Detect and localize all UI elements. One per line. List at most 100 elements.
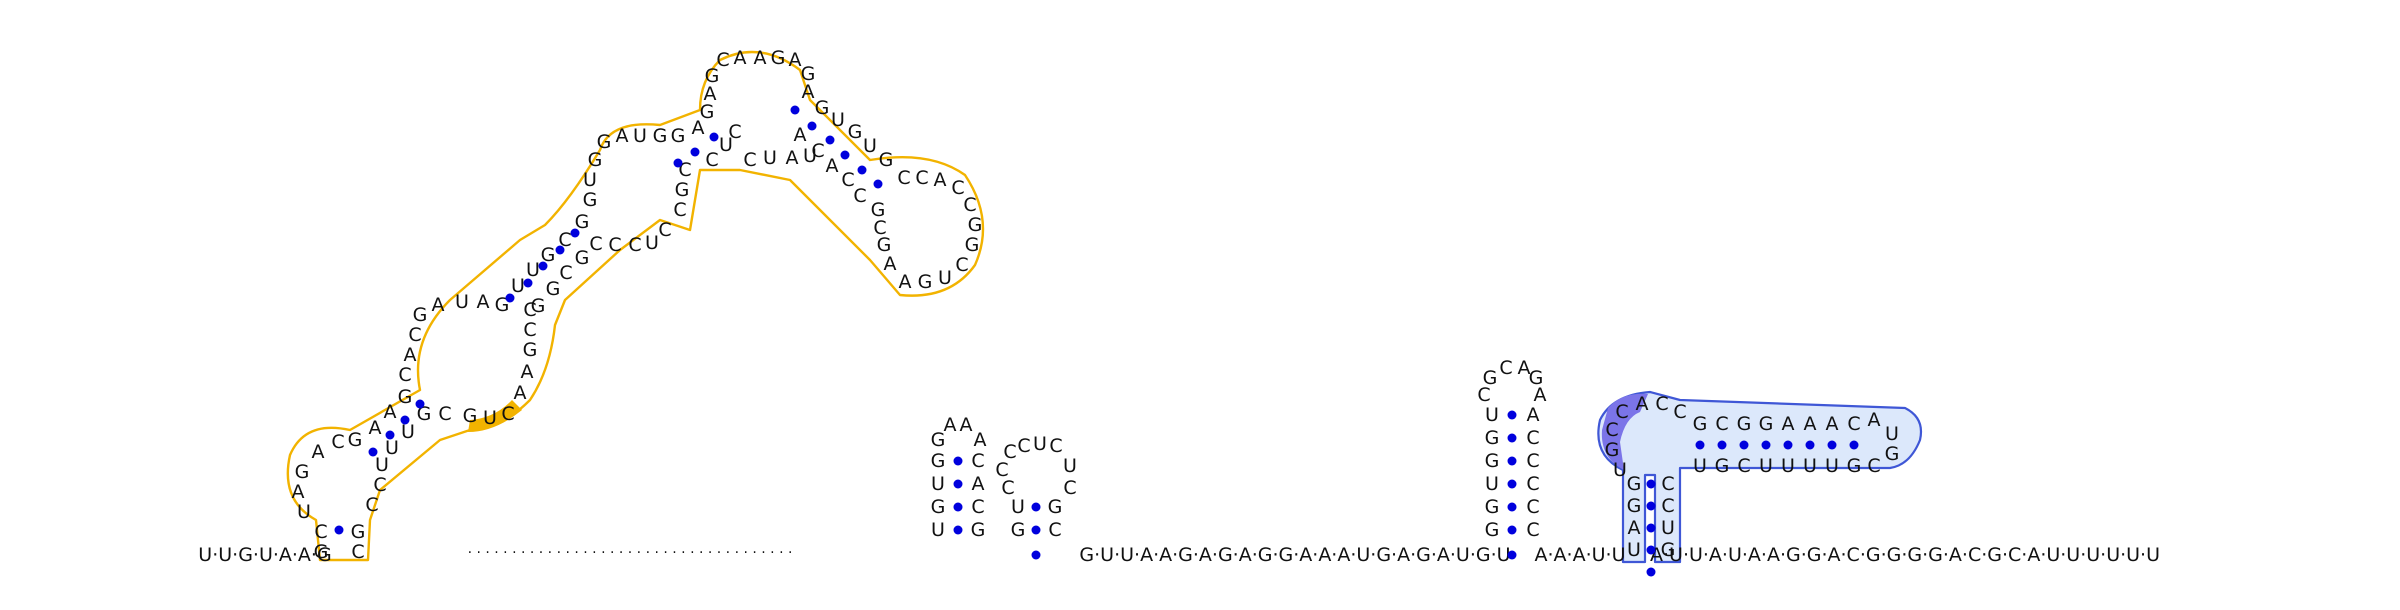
svg-text:U: U xyxy=(583,169,597,191)
svg-text:G: G xyxy=(546,278,561,300)
svg-text:A: A xyxy=(477,291,490,313)
svg-text:G: G xyxy=(1737,413,1752,435)
svg-text:U: U xyxy=(1011,496,1025,518)
svg-text:U: U xyxy=(633,125,647,147)
svg-text:A: A xyxy=(1628,517,1641,539)
svg-text:A: A xyxy=(692,117,705,139)
svg-text:G: G xyxy=(700,101,715,123)
svg-text:U: U xyxy=(401,421,415,443)
svg-text:U: U xyxy=(1613,459,1627,481)
svg-text:U: U xyxy=(455,291,469,313)
svg-text:G: G xyxy=(815,97,830,119)
svg-text:C: C xyxy=(1605,419,1618,441)
svg-text:A: A xyxy=(826,155,839,177)
svg-text:C: C xyxy=(523,299,536,321)
svg-text:U: U xyxy=(1063,455,1077,477)
svg-text:G: G xyxy=(877,234,892,256)
svg-text:C: C xyxy=(365,494,378,516)
svg-text:G: G xyxy=(583,189,598,211)
svg-text:G: G xyxy=(1759,413,1774,435)
three-prime-tail: A·U·U·A·U·A·A·G·G·A·C·G·G·G·G·A·C·G·C·A·… xyxy=(1650,544,2160,566)
svg-text:G: G xyxy=(588,149,603,171)
blue-highlight-region xyxy=(1597,390,1923,564)
svg-text:A: A xyxy=(944,414,957,436)
svg-text:U: U xyxy=(645,232,659,254)
svg-text:G: G xyxy=(1048,496,1063,518)
svg-text:C: C xyxy=(743,149,756,171)
svg-text:G: G xyxy=(314,541,329,563)
svg-text:G: G xyxy=(351,521,366,543)
svg-text:U: U xyxy=(931,519,945,541)
svg-text:C: C xyxy=(963,194,976,216)
svg-text:C: C xyxy=(559,262,572,284)
svg-text:A: A xyxy=(789,49,802,71)
svg-text:C: C xyxy=(1661,473,1674,495)
svg-text:G: G xyxy=(541,244,556,266)
svg-text:G: G xyxy=(463,405,478,427)
svg-text:A: A xyxy=(934,169,947,191)
middle-segment: G·U·U·A·A·G·A·G·A·G·G·A·A·A·U·G·A·G·A·U·… xyxy=(1079,544,1510,566)
svg-text:C: C xyxy=(558,229,571,251)
svg-text:A: A xyxy=(404,344,417,366)
svg-text:A: A xyxy=(734,47,747,69)
svg-text:G: G xyxy=(931,450,946,472)
backbone: U·U·G·U·A·A·G · · · · · · · · · · · · · … xyxy=(198,544,2160,566)
svg-text:C: C xyxy=(398,364,411,386)
svg-text:A: A xyxy=(384,401,397,423)
svg-text:G: G xyxy=(1661,539,1676,561)
svg-text:G: G xyxy=(1011,519,1026,541)
svg-text:G: G xyxy=(575,247,590,269)
five-prime-tail: U·U·G·U·A·A·G xyxy=(198,544,331,566)
svg-text:A: A xyxy=(972,473,985,495)
svg-text:U: U xyxy=(526,259,540,281)
svg-text:C: C xyxy=(873,217,886,239)
svg-text:U: U xyxy=(1781,455,1795,477)
svg-text:U: U xyxy=(803,145,817,167)
svg-text:G: G xyxy=(597,131,612,153)
svg-text:C: C xyxy=(1661,495,1674,517)
svg-text:G: G xyxy=(771,47,786,69)
svg-text:C: C xyxy=(1526,519,1539,541)
svg-text:G: G xyxy=(1529,367,1544,389)
svg-text:G: G xyxy=(1485,496,1500,518)
svg-text:A: A xyxy=(754,47,767,69)
orange-fill-highlight xyxy=(468,400,522,432)
svg-text:G: G xyxy=(295,461,310,483)
svg-text:G: G xyxy=(871,199,886,221)
svg-text:C: C xyxy=(608,234,621,256)
svg-text:C: C xyxy=(1003,441,1016,463)
svg-text:A: A xyxy=(312,441,325,463)
svg-text:C: C xyxy=(1847,413,1860,435)
svg-text:C: C xyxy=(1049,435,1062,457)
svg-text:U: U xyxy=(863,135,877,157)
svg-text:U: U xyxy=(375,454,389,476)
svg-text:U: U xyxy=(1885,423,1899,445)
svg-text:C: C xyxy=(897,167,910,189)
svg-text:A: A xyxy=(884,253,897,275)
svg-text:G: G xyxy=(348,429,363,451)
svg-text:C: C xyxy=(951,177,964,199)
svg-text:G: G xyxy=(1627,473,1642,495)
orange-highlight-region xyxy=(286,50,985,562)
svg-text:C: C xyxy=(971,450,984,472)
svg-text:A: A xyxy=(1518,357,1531,379)
svg-text:G: G xyxy=(965,234,980,256)
svg-text:A: A xyxy=(369,417,382,439)
svg-text:U: U xyxy=(385,437,399,459)
svg-text:C: C xyxy=(995,459,1008,481)
svg-text:C: C xyxy=(1499,357,1512,379)
svg-text:C: C xyxy=(501,403,514,425)
svg-text:A: A xyxy=(1534,384,1547,406)
svg-text:G: G xyxy=(705,65,720,87)
svg-text:G: G xyxy=(575,211,590,233)
svg-text:G: G xyxy=(931,496,946,518)
svg-text:A: A xyxy=(974,429,987,451)
svg-text:C: C xyxy=(1615,401,1628,423)
svg-text:C: C xyxy=(331,431,344,453)
svg-text:U: U xyxy=(1627,539,1641,561)
